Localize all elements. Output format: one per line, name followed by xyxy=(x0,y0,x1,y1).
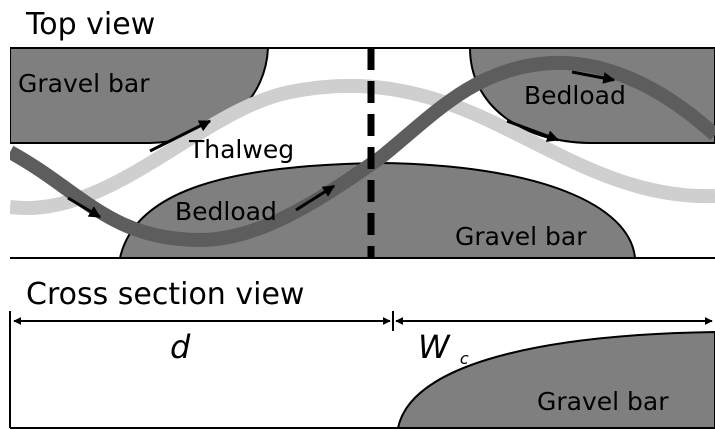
label-gravel-bar-top-left: Gravel bar xyxy=(18,69,150,98)
label-thalweg: Thalweg xyxy=(188,135,294,164)
thalweg-path xyxy=(10,78,715,216)
cross-section-title: Cross section view xyxy=(26,277,304,312)
label-gravel-bar-bottom: Gravel bar xyxy=(455,222,587,251)
bedload-path xyxy=(10,56,715,248)
label-d: d xyxy=(170,328,191,366)
gravel-bar-cross-section xyxy=(396,330,715,428)
label-wc-subscript: c xyxy=(460,349,469,368)
arrow-bedload-right xyxy=(571,70,616,84)
label-wc: W c xyxy=(418,328,469,368)
label-wc-main: W xyxy=(418,328,451,366)
label-bedload-right: Bedload xyxy=(524,81,626,110)
arrow-thalweg-right xyxy=(506,119,560,142)
arrow-bedload-left xyxy=(67,196,102,219)
label-gravel-bar-cross-section: Gravel bar xyxy=(537,387,669,416)
arrow-thalweg xyxy=(149,119,212,153)
arrow-bedload-middle xyxy=(295,184,336,212)
top-view-title: Top view xyxy=(25,7,155,42)
cross-section-panel xyxy=(396,330,715,428)
label-bedload-left: Bedload xyxy=(175,197,277,226)
top-view-panel xyxy=(10,48,715,258)
